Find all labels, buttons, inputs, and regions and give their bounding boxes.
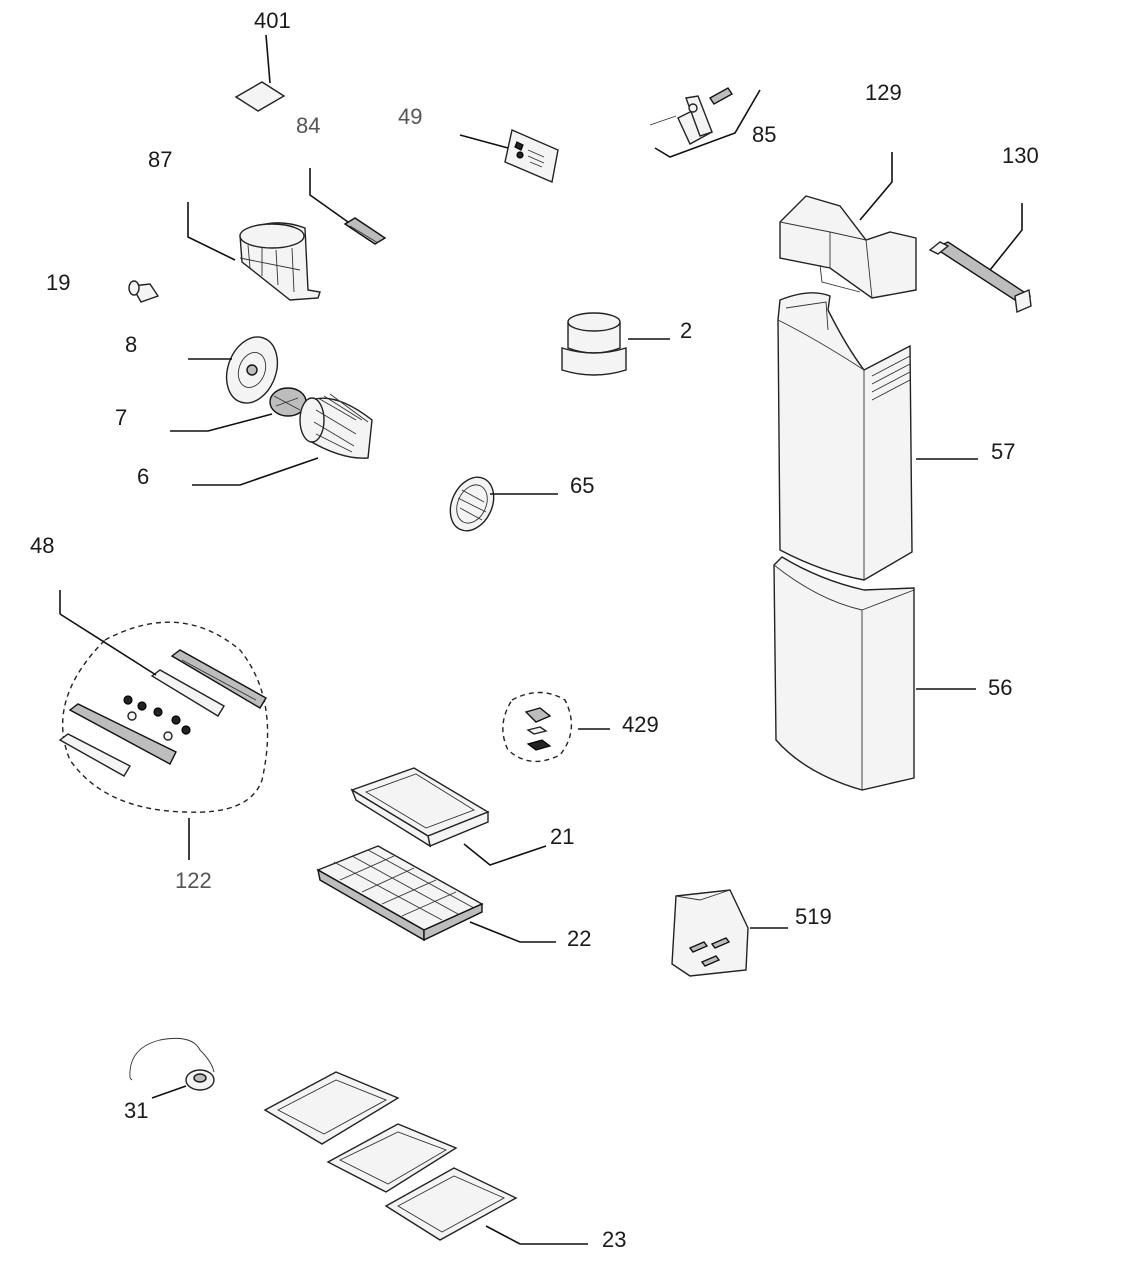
- part-19: 19: [46, 270, 160, 303]
- label-84: 84: [296, 113, 320, 138]
- label-31: 31: [124, 1098, 148, 1123]
- label-85: 85: [752, 122, 776, 147]
- part-7: 7: [115, 387, 307, 432]
- part-84: 84: [296, 113, 387, 245]
- label-57: 57: [991, 439, 1015, 464]
- part-8: 8: [125, 332, 279, 404]
- part-129: 129: [779, 80, 917, 299]
- part-2: 2: [561, 312, 692, 376]
- label-56: 56: [988, 675, 1012, 700]
- label-19: 19: [46, 270, 70, 295]
- label-49: 49: [398, 104, 422, 129]
- label-22: 22: [567, 926, 591, 951]
- part-85: 85: [649, 87, 776, 158]
- label-21: 21: [550, 824, 574, 849]
- part-21: 21: [350, 767, 574, 866]
- label-6: 6: [137, 464, 149, 489]
- label-8: 8: [125, 332, 137, 357]
- label-2: 2: [680, 318, 692, 343]
- label-7: 7: [115, 405, 127, 430]
- label-48: 48: [30, 533, 54, 558]
- part-429: 429: [502, 691, 659, 763]
- part-31: 31: [124, 1037, 215, 1123]
- part-22: 22: [316, 845, 591, 951]
- part-87: 87: [148, 147, 321, 301]
- label-429: 429: [622, 712, 659, 737]
- label-23: 23: [602, 1227, 626, 1252]
- label-401: 401: [254, 8, 291, 33]
- part-49: 49: [398, 104, 559, 183]
- part-122-assembly: 48 122: [30, 533, 269, 893]
- part-56: 56: [773, 556, 1012, 791]
- label-519: 519: [795, 904, 832, 929]
- part-6: 6: [137, 393, 373, 489]
- part-130: 130: [928, 143, 1039, 314]
- label-65: 65: [570, 473, 594, 498]
- part-57: 57: [777, 292, 1015, 581]
- label-122: 122: [175, 868, 212, 893]
- part-23: 23: [263, 1071, 626, 1252]
- part-65: 65: [449, 473, 594, 532]
- part-401: 401: [234, 8, 291, 112]
- label-130: 130: [1002, 143, 1039, 168]
- part-519: 519: [671, 889, 832, 977]
- label-129: 129: [865, 80, 902, 105]
- label-87: 87: [148, 147, 172, 172]
